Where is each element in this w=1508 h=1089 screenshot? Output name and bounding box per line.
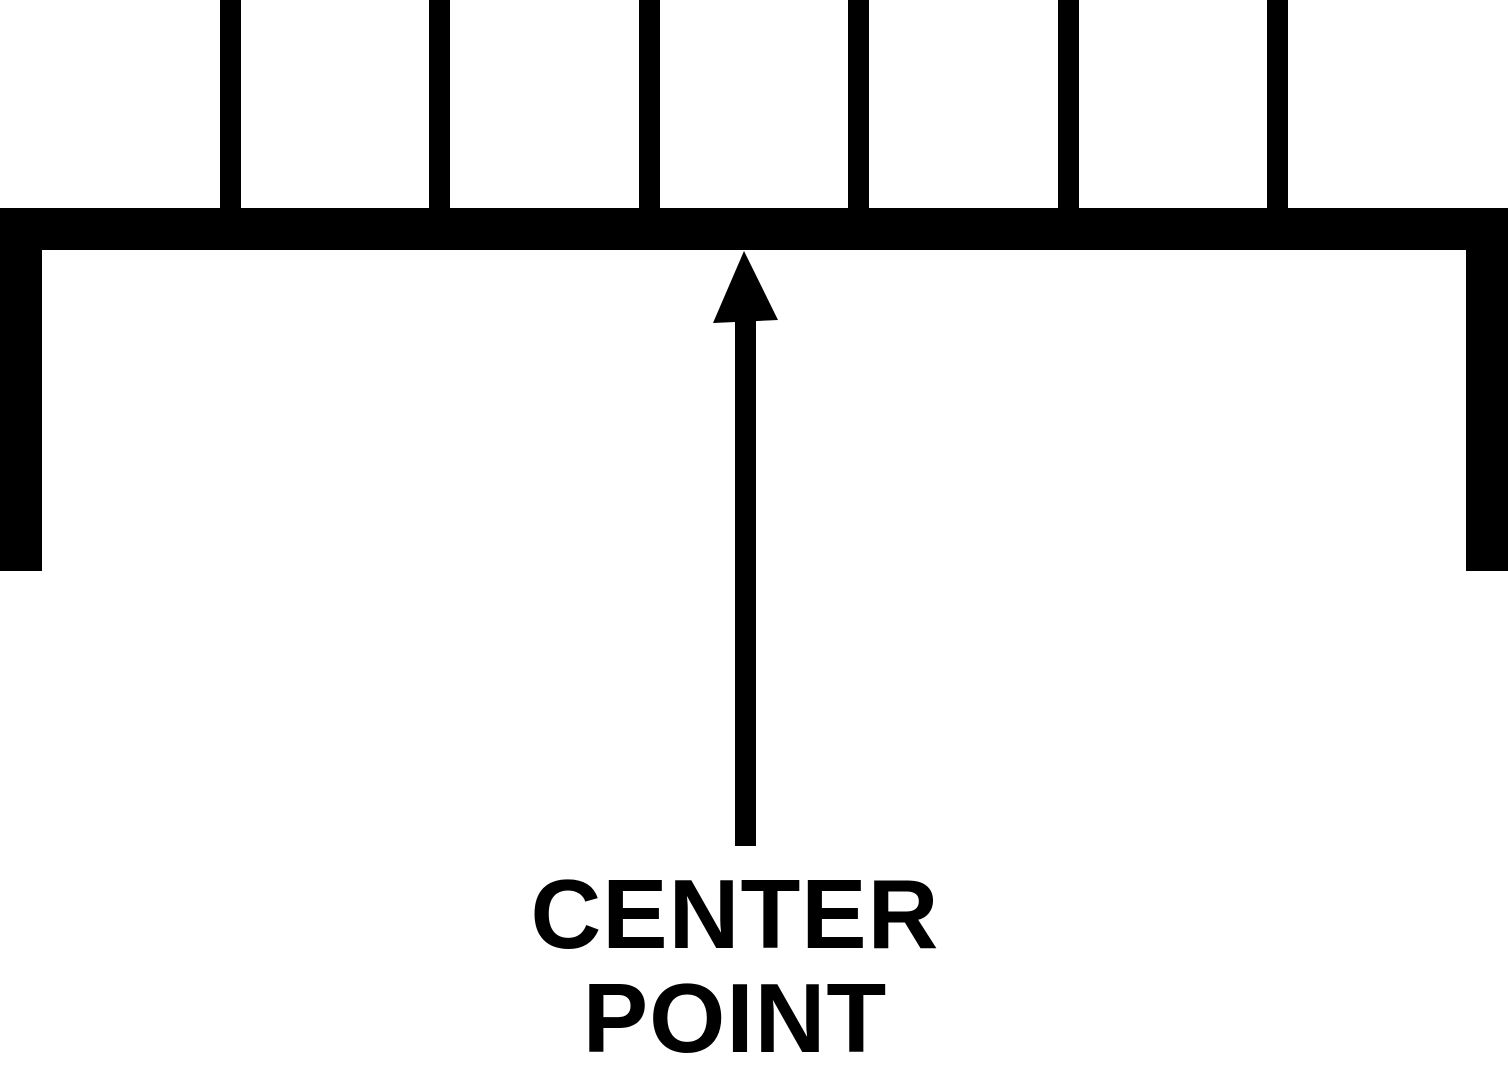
label-line-1: CENTER — [530, 859, 940, 969]
center-point-label: CENTER POINT — [0, 862, 1470, 1070]
left-leg — [0, 208, 42, 571]
arrow-head — [713, 251, 778, 323]
post-5 — [1058, 0, 1079, 210]
label-line-2: POINT — [582, 963, 888, 1073]
post-6 — [1267, 0, 1288, 210]
beam — [0, 208, 1508, 250]
post-3 — [639, 0, 660, 210]
post-1 — [220, 0, 241, 210]
post-2 — [429, 0, 450, 210]
arrow-shaft — [735, 318, 756, 846]
right-leg — [1466, 208, 1508, 571]
post-4 — [848, 0, 869, 210]
